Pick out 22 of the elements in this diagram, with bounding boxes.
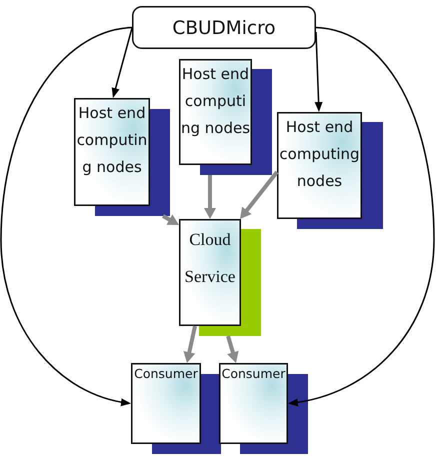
process-box xyxy=(74,98,170,216)
arrow xyxy=(314,32,323,112)
process-box xyxy=(132,6,316,49)
process-box xyxy=(219,363,308,454)
arrow xyxy=(162,214,179,225)
arrow xyxy=(226,335,239,363)
node-label: Cloud Service xyxy=(184,228,236,288)
process-box xyxy=(131,363,221,454)
node-label: Host end computing nodes xyxy=(278,116,360,192)
curved-arrow xyxy=(0,26,132,406)
node-label: Host end computing nodes xyxy=(76,102,148,178)
process-box xyxy=(277,112,383,229)
node-label: CBUDMicro xyxy=(171,16,277,40)
node-label: Consumer xyxy=(220,364,286,382)
arrow xyxy=(112,28,133,98)
process-box xyxy=(179,219,261,336)
process-box xyxy=(179,59,272,175)
curved-arrow xyxy=(288,26,435,406)
arrow xyxy=(204,175,216,219)
arrow xyxy=(183,326,197,363)
node-label: Host end computing nodes xyxy=(180,64,250,138)
node-label: Consumer xyxy=(133,364,199,382)
